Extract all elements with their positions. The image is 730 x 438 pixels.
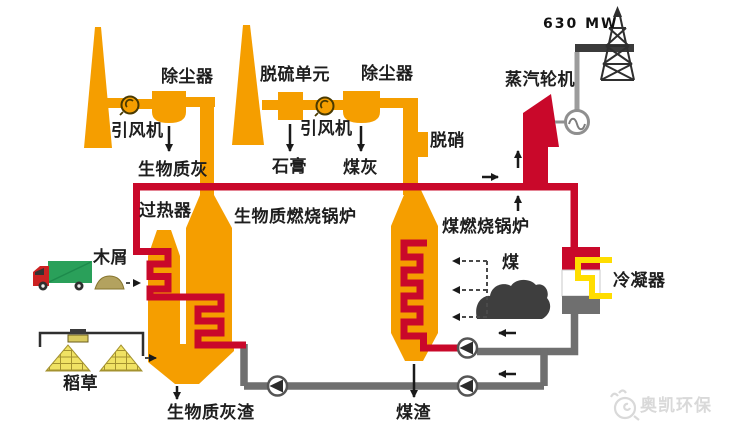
condenser-icon	[561, 247, 612, 314]
label-condenser: 冷凝器	[613, 271, 666, 291]
fan-left-icon	[120, 95, 140, 115]
label-coal-slag: 煤渣	[396, 403, 431, 423]
flow-arrows	[165, 124, 522, 400]
condenser-cold-section	[562, 296, 600, 314]
duct-desulf-fan2	[300, 100, 320, 110]
fan-right-spiral	[314, 99, 329, 117]
straw-stack-icon	[98, 344, 144, 372]
desulfurization-unit-icon	[278, 92, 303, 120]
duct-deduster1-riser	[183, 97, 215, 107]
straw-crane-icon	[38, 329, 145, 356]
deduster-right-icon	[343, 91, 380, 123]
induced-draft-fans	[119, 95, 335, 117]
label-gypsum: 石膏	[272, 157, 307, 177]
fuel-truck-icon	[33, 261, 92, 291]
label-coal-ash: 煤灰	[343, 158, 378, 178]
steam-circuit	[133, 94, 578, 352]
duct-chimney1-fan1	[104, 98, 126, 108]
steam-turbine-icon	[523, 94, 559, 190]
label-fan-left: 引风机	[111, 121, 164, 141]
truck-window	[35, 268, 44, 275]
coal-boiler-icon	[391, 190, 438, 361]
crane-grab	[67, 334, 89, 343]
pump-icon	[456, 375, 479, 397]
label-coal-boiler: 煤燃烧锅炉	[442, 217, 530, 237]
label-deduster-left: 除尘器	[161, 67, 214, 87]
coal-boiler-coil	[400, 239, 458, 352]
label-biomass-slag: 生物质灰渣	[167, 403, 255, 423]
duct-chimney2-desulf	[262, 100, 280, 110]
pumps	[266, 337, 479, 397]
label-superheater: 过热器	[139, 201, 192, 221]
label-desulfurization-unit: 脱硫单元	[260, 65, 330, 85]
label-biomass-ash: 生物质灰	[138, 160, 208, 180]
deduster-left-icon	[152, 91, 186, 123]
biomass-boiler-coil	[133, 183, 246, 349]
label-straw: 稻草	[63, 374, 98, 394]
label-fan-right: 引风机	[300, 119, 353, 139]
chimney-right-icon	[232, 25, 264, 145]
duct-fan1-deduster1	[136, 99, 154, 109]
wood-chip-pile-icon	[94, 275, 125, 290]
grid-bus-bar	[575, 44, 634, 52]
ac-sine-icon	[568, 117, 586, 131]
watermark-logo-icon	[610, 389, 640, 421]
straw-stack-icon	[44, 344, 92, 372]
pump-icon	[456, 337, 479, 359]
crane-frame	[38, 331, 145, 356]
coal-pile-icon	[476, 279, 551, 319]
label-deduster-right: 除尘器	[361, 64, 414, 84]
truck-cab	[33, 266, 49, 286]
pipe-condenser-to-coal-pump	[477, 314, 579, 356]
pump-icon	[266, 375, 289, 397]
fan-right-icon	[315, 96, 335, 116]
cooling-water-coil	[575, 257, 612, 299]
generator-grid	[555, 6, 635, 135]
biomass-boiler-hopper	[148, 344, 234, 384]
fuel-feed-lines	[126, 257, 488, 362]
label-biomass-boiler: 生物质燃烧锅炉	[234, 207, 357, 227]
crane-trolley	[70, 329, 86, 334]
condensate-pipes	[240, 314, 579, 390]
watermark-text: 奥凯环保	[640, 396, 712, 416]
duct-deduster2-riser	[378, 98, 408, 108]
denitration-unit-icon	[403, 132, 428, 157]
label-steam-turbine: 蒸汽轮机	[505, 70, 575, 90]
steam-main-line	[133, 183, 578, 191]
duct-fan2-deduster2	[330, 100, 345, 110]
steam-to-condenser	[570, 188, 578, 248]
duct-biomass-riser	[200, 97, 214, 197]
fan-left-spiral	[119, 98, 134, 116]
label-denitration: 脱硝	[430, 131, 465, 151]
chimney-left-icon	[84, 27, 112, 148]
label-wood-chips: 木屑	[93, 248, 128, 268]
label-coal: 煤	[502, 253, 520, 273]
label-power-output: 630 MW	[543, 16, 619, 32]
transmission-tower-icon	[600, 6, 635, 81]
